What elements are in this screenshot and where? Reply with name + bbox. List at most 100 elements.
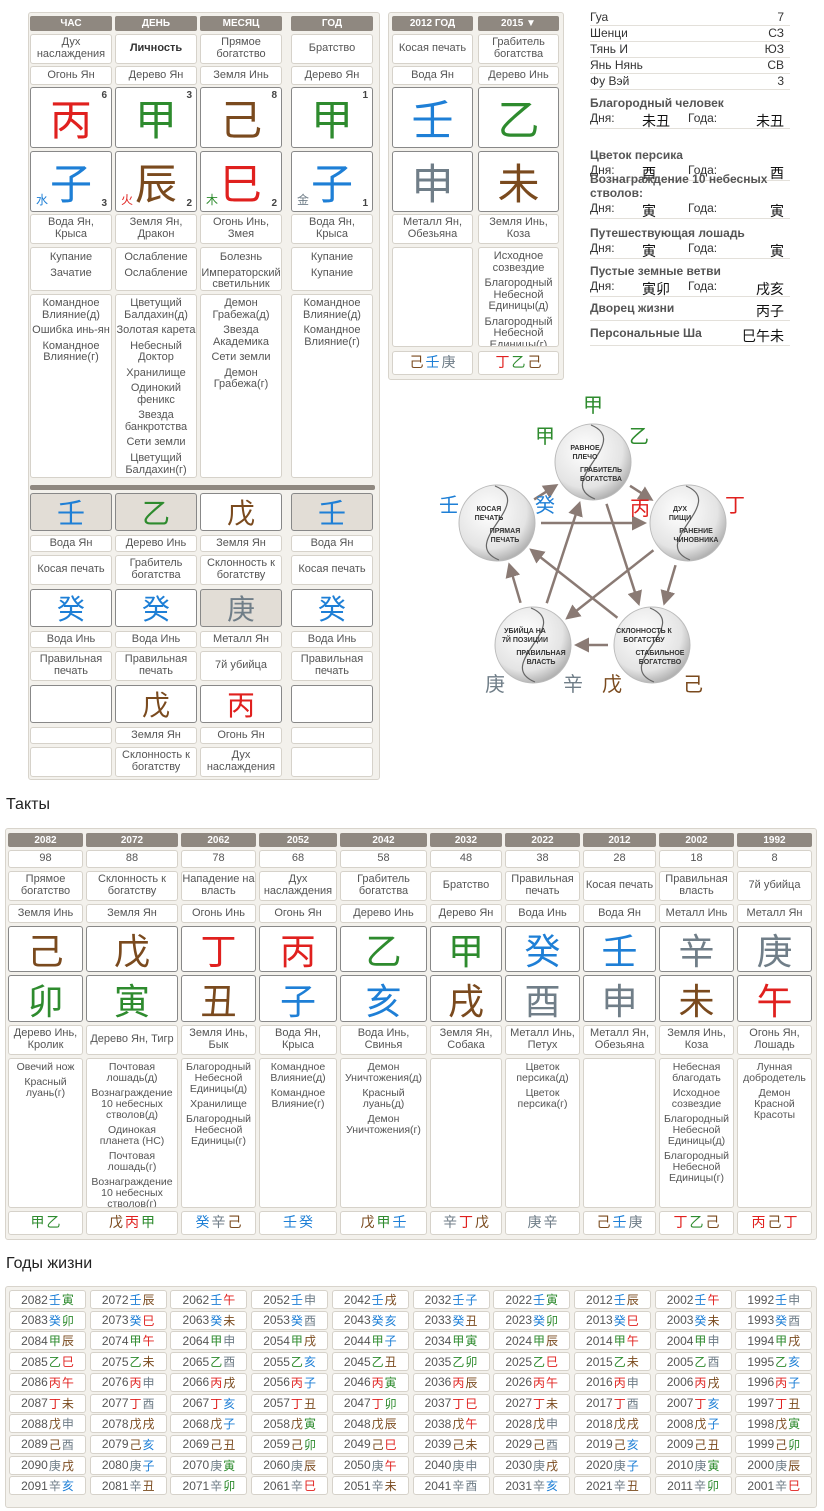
year-cell[interactable]: 2054 甲戌 [251, 1331, 329, 1351]
year-cell[interactable]: 1999 己卯 [735, 1434, 813, 1454]
year-cell[interactable]: 1993 癸酉 [735, 1310, 813, 1330]
luck-year-header[interactable]: 2082 [8, 833, 83, 847]
year-cell[interactable]: 2087 丁未 [9, 1393, 86, 1413]
hidden-stem[interactable]: 壬 [30, 493, 112, 531]
hidden-stem[interactable]: 癸 [291, 589, 373, 627]
luck-year-header[interactable]: 2012 [583, 833, 656, 847]
year-cell[interactable]: 1998 戊寅 [735, 1414, 813, 1434]
year-cell[interactable]: 2062 壬午 [170, 1290, 248, 1309]
period-header[interactable]: 2015 ▼ [478, 16, 559, 31]
year-cell[interactable]: 2086 丙午 [9, 1372, 86, 1392]
year-cell[interactable]: 2046 丙寅 [331, 1372, 409, 1392]
year-cell[interactable]: 1997 丁丑 [735, 1393, 813, 1413]
luck-year-header[interactable]: 2042 [340, 833, 427, 847]
year-cell[interactable]: 2012 壬辰 [573, 1290, 651, 1309]
year-cell[interactable]: 2021 辛丑 [573, 1476, 651, 1496]
year-cell[interactable]: 2058 戊寅 [251, 1414, 329, 1434]
year-cell[interactable]: 1996 丙子 [735, 1372, 813, 1392]
year-cell[interactable]: 2043 癸亥 [331, 1310, 409, 1330]
year-cell[interactable]: 2068 戊子 [170, 1414, 248, 1434]
year-cell[interactable]: 2028 戊申 [493, 1414, 571, 1434]
year-cell[interactable]: 2006 丙戌 [654, 1372, 732, 1392]
year-cell[interactable]: 1992 壬申 [735, 1290, 813, 1309]
year-cell[interactable]: 2064 甲申 [170, 1331, 248, 1351]
year-cell[interactable]: 2090 庚戌 [9, 1455, 86, 1475]
hidden-stem[interactable]: 乙 [115, 493, 197, 531]
luck-year-header[interactable]: 2022 [505, 833, 580, 847]
earthly-branch[interactable]: 申 [392, 151, 473, 212]
year-cell[interactable]: 2061 辛巳 [251, 1476, 329, 1496]
year-cell[interactable]: 2000 庚辰 [735, 1455, 813, 1475]
year-cell[interactable]: 2063 癸未 [170, 1310, 248, 1330]
year-cell[interactable]: 2015 乙未 [573, 1352, 651, 1372]
year-cell[interactable]: 2034 甲寅 [412, 1331, 490, 1351]
year-cell[interactable]: 2002 壬午 [654, 1290, 732, 1309]
year-cell[interactable]: 2091 辛亥 [9, 1476, 86, 1496]
year-cell[interactable]: 2089 己酉 [9, 1434, 86, 1454]
year-cell[interactable]: 2078 戊戌 [89, 1414, 167, 1434]
year-cell[interactable]: 2072 壬辰 [89, 1290, 167, 1309]
year-cell[interactable]: 2003 癸未 [654, 1310, 732, 1330]
year-cell[interactable]: 1995 乙亥 [735, 1352, 813, 1372]
earthly-branch[interactable]: 未 [478, 151, 559, 212]
luck-year-header[interactable]: 2032 [430, 833, 502, 847]
year-cell[interactable]: 2088 戊申 [9, 1414, 86, 1434]
year-cell[interactable]: 2032 壬子 [412, 1290, 490, 1309]
luck-branch[interactable]: 申 [583, 975, 656, 1023]
year-cell[interactable]: 2042 壬戌 [331, 1290, 409, 1309]
year-cell[interactable]: 2074 甲午 [89, 1331, 167, 1351]
year-cell[interactable]: 2005 乙酉 [654, 1352, 732, 1372]
year-cell[interactable]: 2007 丁亥 [654, 1393, 732, 1413]
year-cell[interactable]: 2008 戊子 [654, 1414, 732, 1434]
luck-stem[interactable]: 己 [8, 926, 83, 973]
year-cell[interactable]: 2085 乙巳 [9, 1352, 86, 1372]
year-cell[interactable]: 2080 庚子 [89, 1455, 167, 1475]
year-cell[interactable]: 2017 丁酉 [573, 1393, 651, 1413]
year-cell[interactable]: 2011 辛卯 [654, 1476, 732, 1496]
year-cell[interactable]: 2022 壬寅 [493, 1290, 571, 1309]
year-cell[interactable]: 2031 辛亥 [493, 1476, 571, 1496]
luck-stem[interactable]: 壬 [583, 926, 656, 973]
year-cell[interactable]: 2020 庚子 [573, 1455, 651, 1475]
year-cell[interactable]: 2026 丙午 [493, 1372, 571, 1392]
year-cell[interactable]: 2071 辛卯 [170, 1476, 248, 1496]
hidden-stem[interactable]: 丙 [200, 685, 282, 723]
year-cell[interactable]: 2056 丙子 [251, 1372, 329, 1392]
year-cell[interactable]: 2084 甲辰 [9, 1331, 86, 1351]
year-cell[interactable]: 2079 己亥 [89, 1434, 167, 1454]
year-cell[interactable]: 2069 己丑 [170, 1434, 248, 1454]
hidden-stem[interactable]: 戊 [200, 493, 282, 531]
year-cell[interactable]: 2081 辛丑 [89, 1476, 167, 1496]
year-cell[interactable]: 2051 辛未 [331, 1476, 409, 1496]
year-cell[interactable]: 2009 己丑 [654, 1434, 732, 1454]
hidden-stem[interactable] [30, 685, 112, 723]
luck-stem[interactable]: 丙 [259, 926, 337, 973]
year-cell[interactable]: 2057 丁丑 [251, 1393, 329, 1413]
year-cell[interactable]: 2055 乙亥 [251, 1352, 329, 1372]
year-cell[interactable]: 2053 癸酉 [251, 1310, 329, 1330]
luck-year-header[interactable]: 2002 [659, 833, 734, 847]
hidden-stem[interactable] [291, 685, 373, 723]
luck-branch[interactable]: 午 [737, 975, 812, 1023]
year-cell[interactable]: 2082 壬寅 [9, 1290, 86, 1309]
year-cell[interactable]: 2076 丙申 [89, 1372, 167, 1392]
year-cell[interactable]: 2060 庚辰 [251, 1455, 329, 1475]
year-cell[interactable]: 2041 辛酉 [412, 1476, 490, 1496]
year-cell[interactable]: 2010 庚寅 [654, 1455, 732, 1475]
hidden-stem[interactable]: 癸 [30, 589, 112, 627]
luck-stem[interactable]: 辛 [659, 926, 734, 973]
year-cell[interactable]: 2065 乙酉 [170, 1352, 248, 1372]
year-cell[interactable]: 2033 癸丑 [412, 1310, 490, 1330]
year-cell[interactable]: 2083 癸卯 [9, 1310, 86, 1330]
year-cell[interactable]: 2037 丁巳 [412, 1393, 490, 1413]
year-cell[interactable]: 2049 己巳 [331, 1434, 409, 1454]
hidden-stem[interactable]: 壬 [291, 493, 373, 531]
luck-stem[interactable]: 癸 [505, 926, 580, 973]
year-cell[interactable]: 2036 丙辰 [412, 1372, 490, 1392]
